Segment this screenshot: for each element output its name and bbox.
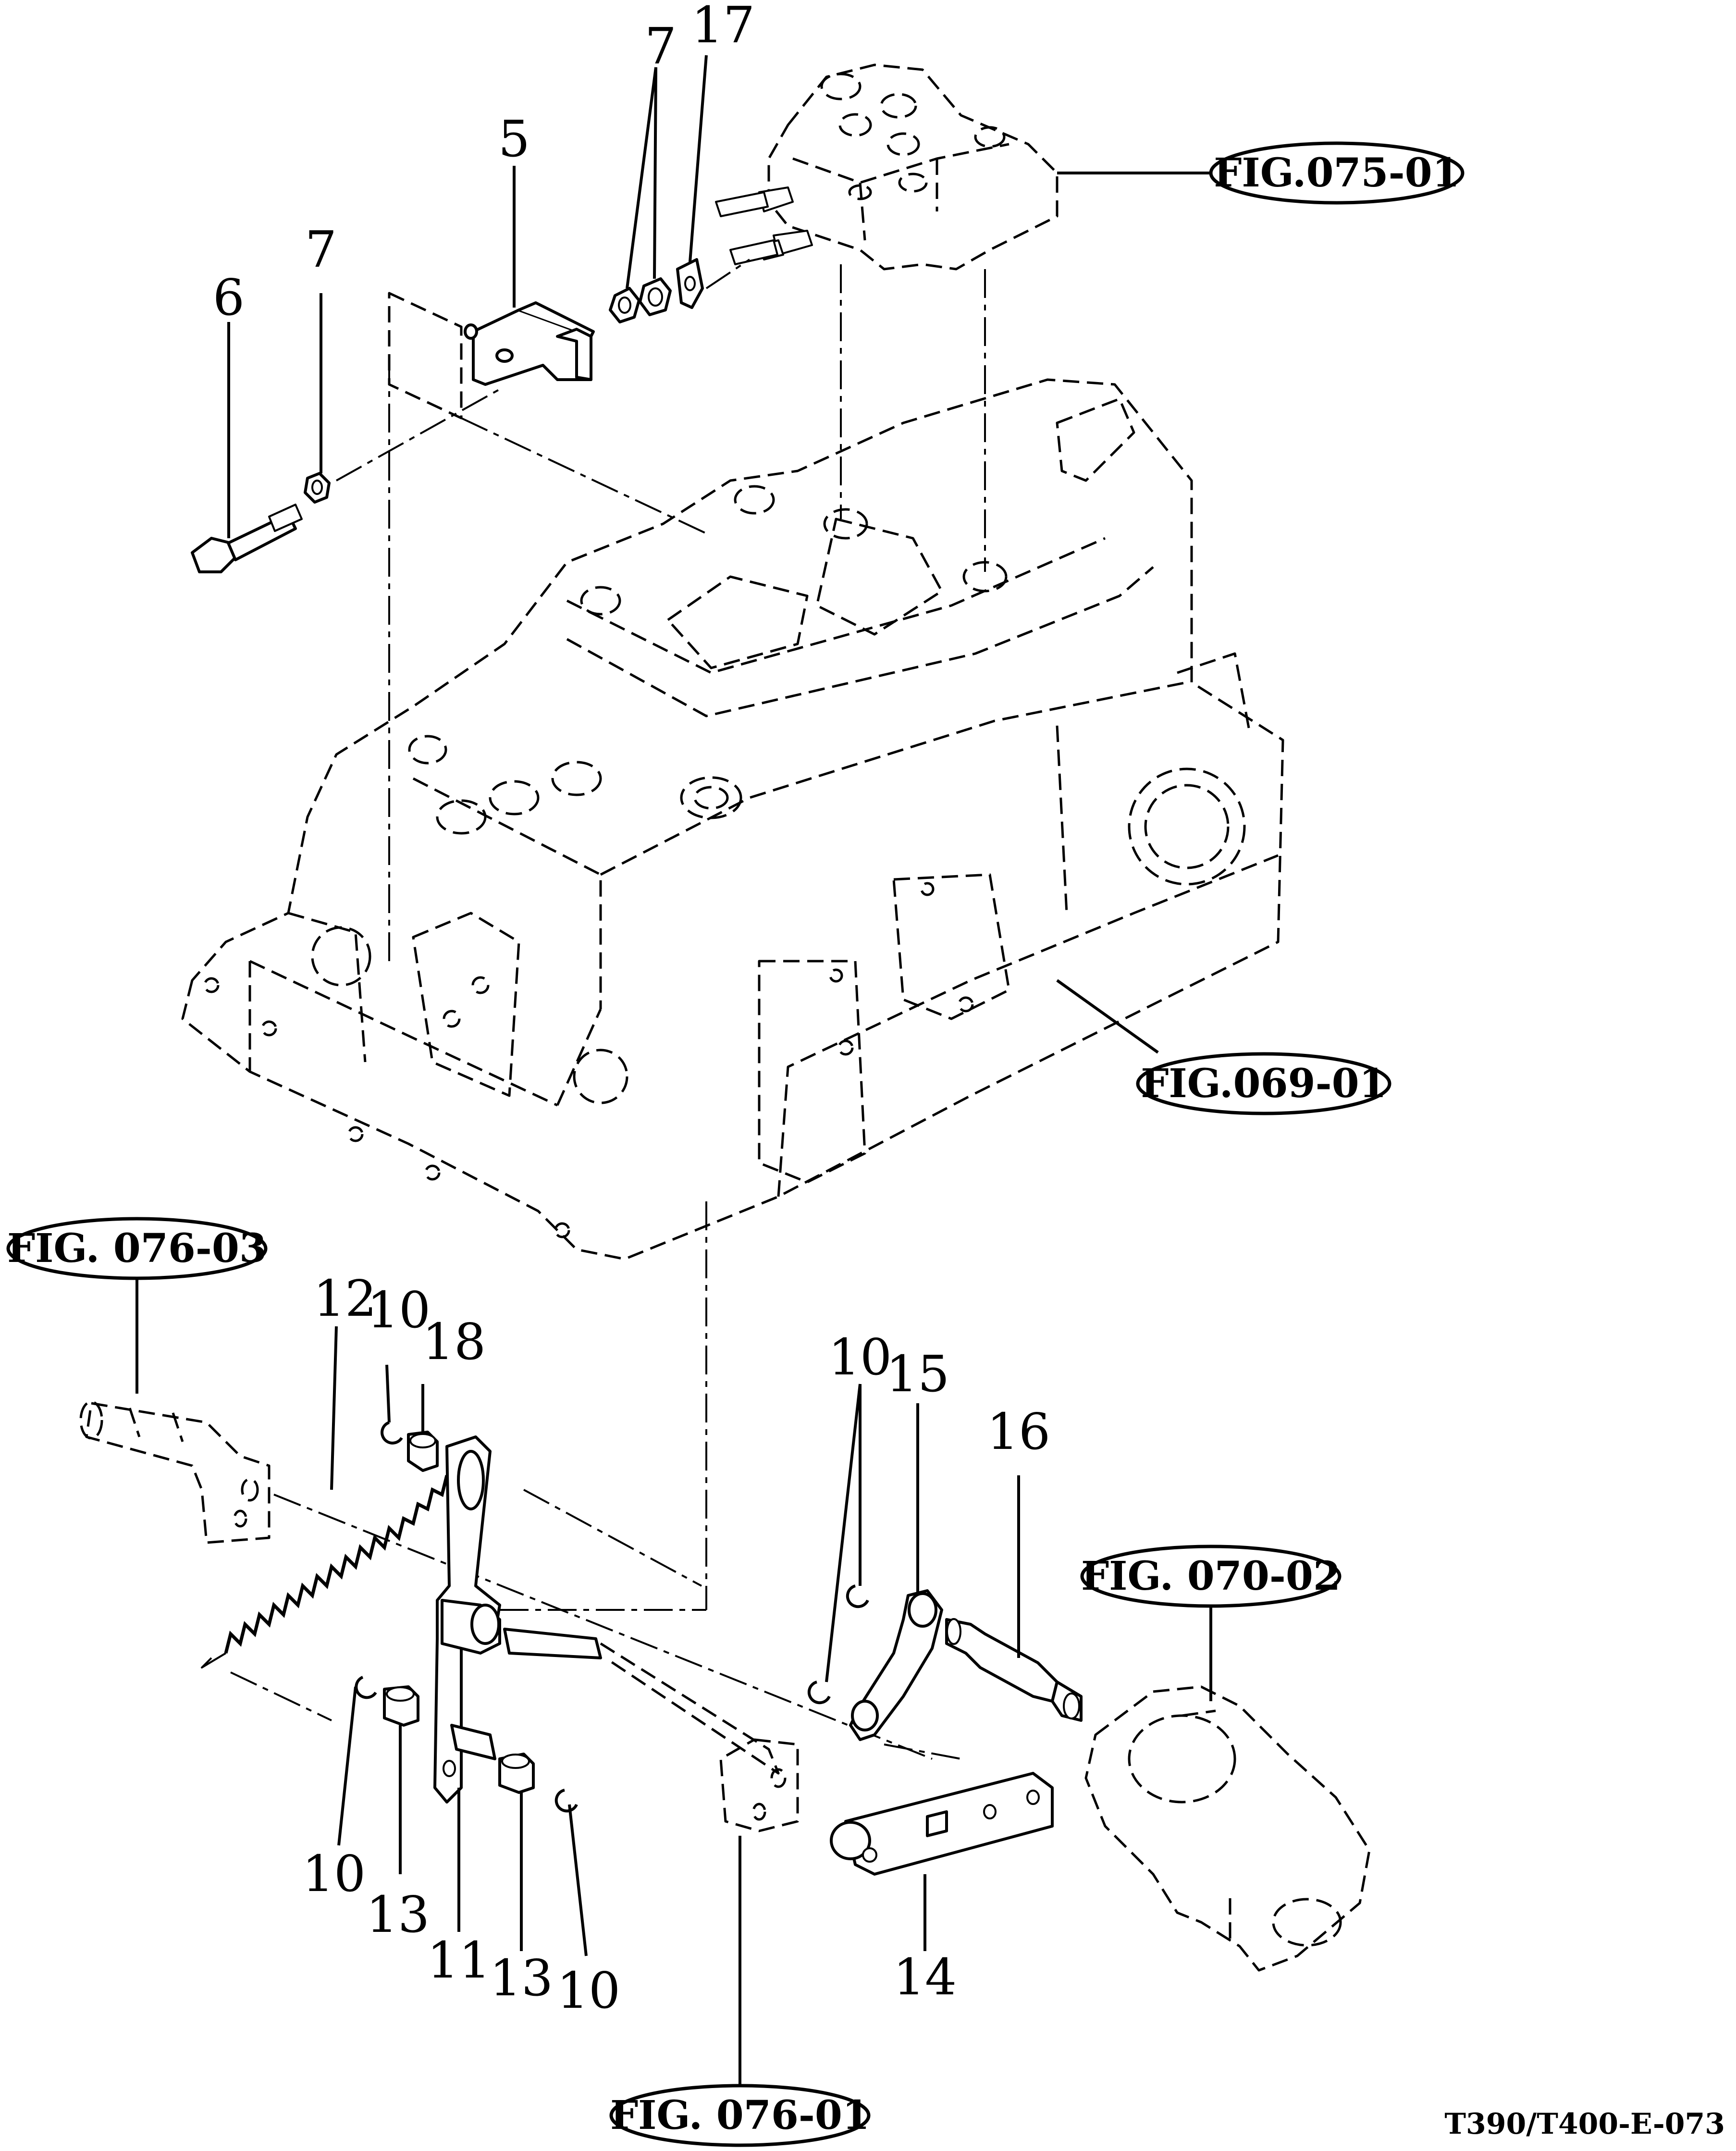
callout-6: 6 [213, 268, 245, 327]
ref-fig-076-03[interactable]: FIG. 076-03 [6, 1217, 268, 1280]
callout-10-top: 10 [367, 1281, 431, 1339]
svg-text:FIG. 070-02: FIG. 070-02 [1081, 1553, 1341, 1599]
rod-connecting [503, 1628, 799, 1832]
callout-13-right: 13 [490, 1949, 553, 2007]
bracket-part-5 [388, 292, 595, 420]
collar-part-13-right [498, 1753, 535, 1794]
control-valve [715, 63, 1059, 271]
callout-numbers: 5 6 7 7 17 12 10 18 10 15 16 10 13 11 13… [213, 0, 1050, 2020]
svg-text:FIG. 076-03: FIG. 076-03 [7, 1225, 267, 1272]
callout-5: 5 [498, 110, 530, 168]
lever-part-11 [433, 1435, 501, 1804]
clip-part-10-right-upper [846, 1584, 869, 1608]
callout-15: 15 [886, 1345, 949, 1403]
nut-part-7-upper [609, 277, 672, 323]
bolt-part-6 [191, 472, 331, 573]
callout-11: 11 [427, 1931, 491, 1990]
callout-7-lower: 7 [305, 220, 337, 279]
ref-fig-076-01[interactable]: FIG. 076-01 [609, 2084, 871, 2147]
alignment-lines [230, 259, 986, 1760]
callout-12: 12 [313, 1269, 377, 1328]
clip-part-10-bottom [554, 1789, 578, 1813]
drawing-code: T390/T400-E-073 [1444, 2107, 1725, 2141]
lift-arm-fig-070-02 [1084, 1685, 1371, 1972]
callout-14: 14 [893, 1948, 957, 2006]
plate-part-17 [676, 258, 704, 309]
callout-18: 18 [422, 1312, 486, 1371]
hydraulic-housing [181, 378, 1284, 1261]
ref-fig-075-01[interactable]: FIG.075-01 [1209, 141, 1465, 205]
collar-part-13-left [383, 1685, 419, 1727]
callout-10-left: 10 [302, 1844, 366, 1903]
clip-part-10-top [381, 1421, 403, 1445]
leader-lines [135, 55, 1212, 2086]
callout-10-right: 10 [828, 1328, 892, 1386]
pin-part-16 [945, 1618, 1083, 1722]
ref-fig-070-02[interactable]: FIG. 070-02 [1080, 1545, 1342, 1608]
shaft-fig-076-03 [79, 1400, 271, 1544]
callout-17: 17 [691, 0, 755, 54]
collar-part-18 [407, 1431, 439, 1472]
clip-part-10-left [355, 1676, 377, 1699]
clip-part-10-right-lower [807, 1681, 831, 1705]
svg-text:FIG. 076-01: FIG. 076-01 [610, 2092, 870, 2139]
callout-13-left: 13 [366, 1885, 430, 1944]
svg-text:FIG.069-01: FIG.069-01 [1141, 1061, 1387, 1107]
callout-16: 16 [987, 1402, 1050, 1461]
arm-part-15 [849, 1589, 943, 1741]
callout-10-bottom: 10 [557, 1961, 620, 2020]
plate-part-14 [830, 1772, 1054, 1876]
svg-text:FIG.075-01: FIG.075-01 [1214, 150, 1460, 196]
callout-7-upper: 7 [645, 17, 677, 75]
ref-fig-069-01[interactable]: FIG.069-01 [1136, 1052, 1391, 1115]
